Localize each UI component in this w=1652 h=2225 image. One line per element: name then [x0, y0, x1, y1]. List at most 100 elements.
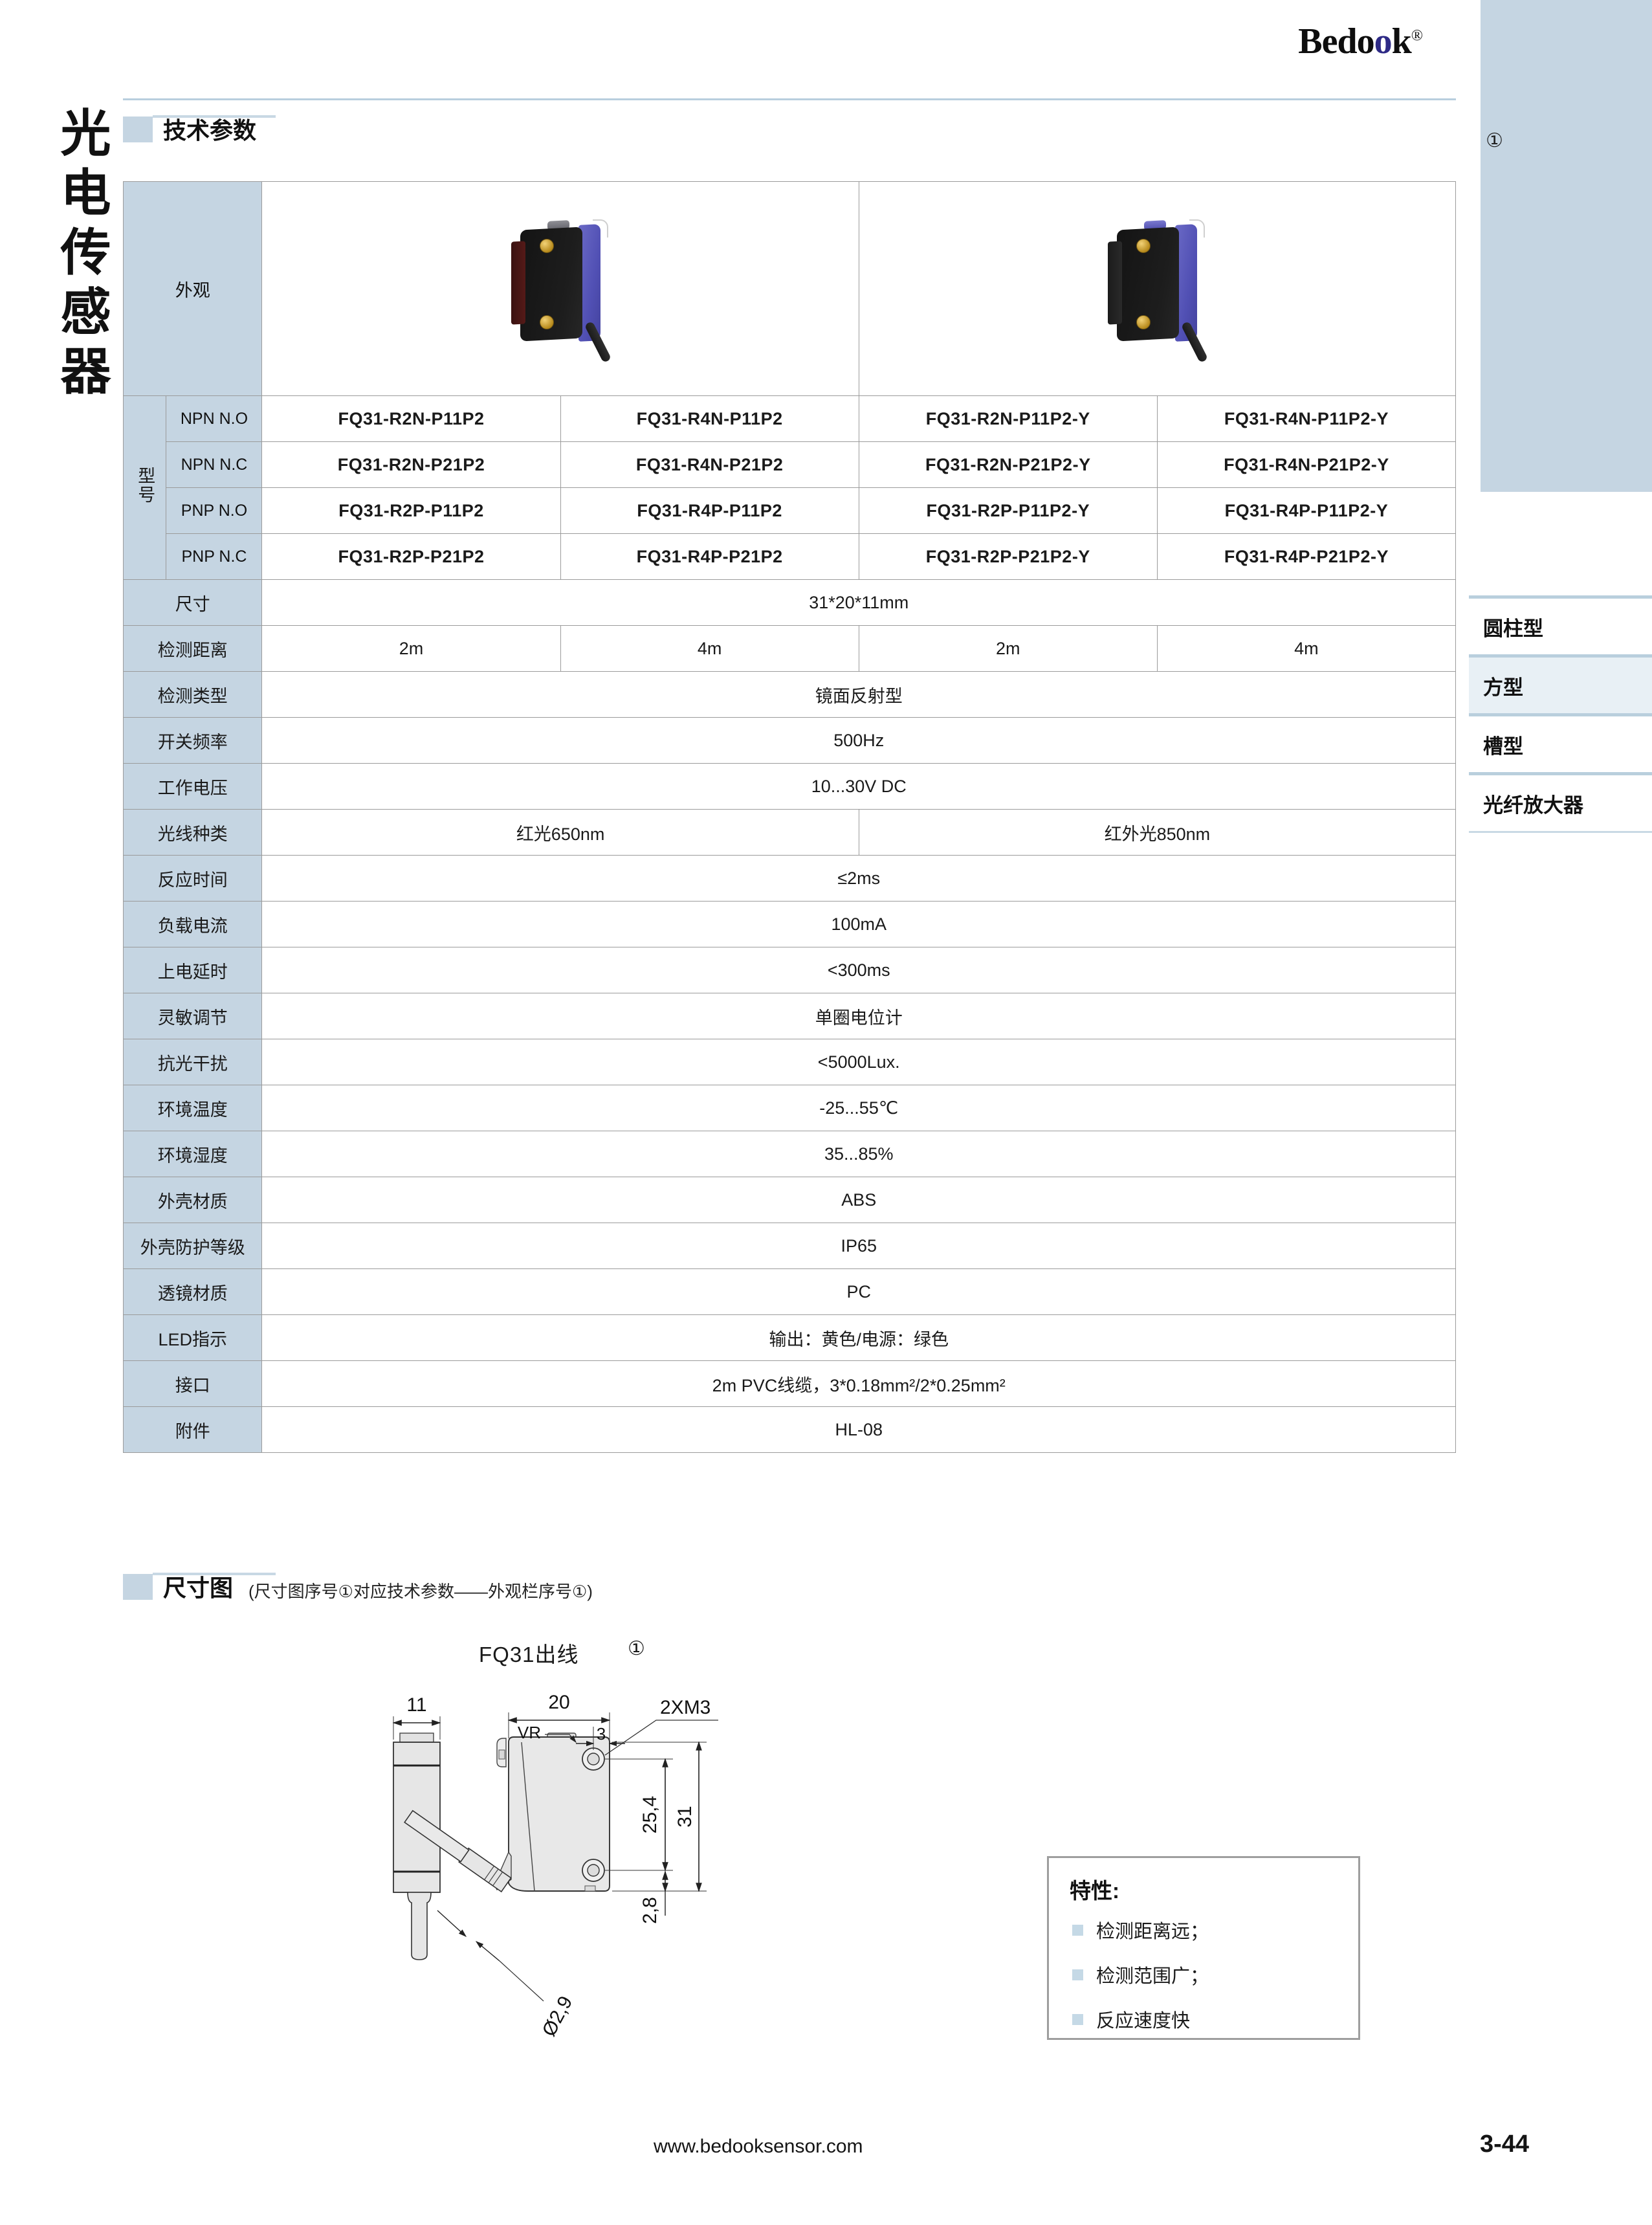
spec-label: 开关频率 — [122, 717, 263, 764]
header-divider — [123, 98, 1456, 100]
model-group-label: 型号 — [122, 395, 167, 580]
banner-char-1: 电 — [60, 164, 111, 222]
spec-value: 红外光850nm — [858, 809, 1457, 856]
spec-value: 镜面反射型 — [261, 671, 1456, 718]
model-number: FQ31-R4P-P11P2 — [560, 487, 859, 534]
section-marker-square-2 — [123, 1574, 153, 1600]
section-title-tech-params: 技术参数 — [123, 116, 256, 142]
model-output-type: PNP N.C — [166, 533, 263, 580]
sensor-screw-top — [1136, 239, 1151, 253]
svg-text:Ø2,9: Ø2,9 — [538, 1993, 577, 2040]
dimension-model-label: FQ31出线 — [479, 1643, 579, 1666]
section-underline — [153, 115, 276, 118]
side-nav-item-2[interactable]: 槽型 — [1469, 716, 1652, 772]
feature-text: 反应速度快 — [1096, 2011, 1191, 2031]
spec-label: 外壳防护等级 — [122, 1223, 263, 1269]
spec-value: 100mA — [261, 901, 1456, 947]
side-nav[interactable]: 圆柱型方型槽型光纤放大器 — [1469, 595, 1652, 833]
registered-mark: ® — [1411, 27, 1423, 45]
side-banner-title: 光电传感器 — [0, 104, 171, 401]
spec-label: 抗光干扰 — [122, 1039, 263, 1085]
table-row-appearance: 外观 — [122, 181, 1457, 396]
spec-value: 2m PVC线缆，3*0.18mm²/2*0.25mm² — [261, 1360, 1456, 1407]
footer-website-url[interactable]: www.bedooksensor.com — [654, 2136, 863, 2157]
spec-label: 接口 — [122, 1360, 263, 1407]
sensor-screw-bottom — [1136, 315, 1151, 329]
dimension-svg: 11 — [392, 1692, 718, 2040]
brand-name-part1: Bedo — [1298, 21, 1374, 61]
svg-text:2XM3: 2XM3 — [660, 1697, 710, 1718]
spec-label: 环境湿度 — [122, 1131, 263, 1177]
feature-item-2: 反应速度快 — [1072, 2006, 1209, 2033]
model-number: FQ31-R2P-P21P2 — [261, 533, 561, 580]
spec-label: 透镜材质 — [122, 1268, 263, 1315]
banner-char-3: 感 — [60, 283, 111, 341]
spec-label: 尺寸 — [122, 579, 263, 626]
spec-value: 2m — [858, 625, 1158, 672]
model-number: FQ31-R2N-P11P2-Y — [858, 395, 1158, 442]
spec-value: PC — [261, 1268, 1456, 1315]
side-nav-label: 圆柱型 — [1483, 617, 1543, 640]
spec-value: 500Hz — [261, 717, 1456, 764]
side-banner — [1481, 0, 1652, 492]
model-number: FQ31-R2N-P21P2-Y — [858, 441, 1158, 488]
appearance-marker: ① — [1486, 130, 1503, 151]
spec-value: 单圈电位计 — [261, 993, 1456, 1039]
spec-value: 35...85% — [261, 1131, 1456, 1177]
features-list: 检测距离远；检测范围广；反应速度快 — [1072, 1916, 1209, 2050]
spec-value: 4m — [1156, 625, 1457, 672]
model-output-type: NPN N.C — [166, 441, 263, 488]
section-title-dimension: 尺寸图 (尺寸图序号①对应技术参数——外观栏序号①) — [123, 1574, 593, 1600]
table-row-spec: 环境温度-25...55℃ — [122, 1085, 1456, 1131]
sensor-lens — [1108, 241, 1123, 325]
dimension-marker: ① — [628, 1638, 645, 1659]
spec-label: 环境温度 — [122, 1085, 263, 1131]
features-box: 特性: 检测距离远；检测范围广；反应速度快 — [1047, 1856, 1360, 2040]
table-row-spec: LED指示输出：黄色/电源：绿色 — [122, 1314, 1456, 1361]
appearance-cell-2 — [858, 181, 1457, 396]
spec-label: 反应时间 — [122, 855, 263, 902]
sensor-lens — [511, 241, 526, 325]
svg-text:2,8: 2,8 — [639, 1897, 661, 1924]
product-photo — [1092, 214, 1222, 363]
spec-label: 负载电流 — [122, 901, 263, 947]
model-number: FQ31-R4N-P11P2-Y — [1156, 395, 1457, 442]
spec-label: 工作电压 — [122, 763, 263, 810]
side-nav-divider-3 — [1469, 772, 1652, 775]
side-nav-item-3[interactable]: 光纤放大器 — [1469, 775, 1652, 831]
brand-name-accent: o — [1374, 21, 1393, 61]
svg-text:11: 11 — [406, 1694, 426, 1716]
bullet-square-icon — [1072, 1924, 1083, 1936]
features-title: 特性: — [1070, 1879, 1119, 1903]
spec-label: 上电延时 — [122, 947, 263, 993]
front-view: 20 3 VR 2XM3 31 25,4 — [404, 1692, 718, 2040]
side-nav-item-1[interactable]: 方型 — [1469, 658, 1652, 713]
spec-value: <300ms — [261, 947, 1456, 993]
feature-item-1: 检测范围广； — [1072, 1961, 1209, 1988]
svg-text:3: 3 — [597, 1724, 606, 1743]
spec-value: ABS — [261, 1177, 1456, 1223]
spec-label: 光线种类 — [122, 809, 263, 856]
product-photo — [496, 214, 625, 363]
side-nav-item-0[interactable]: 圆柱型 — [1469, 599, 1652, 654]
spec-value: 10...30V DC — [261, 763, 1456, 810]
model-number: FQ31-R4N-P11P2 — [560, 395, 859, 442]
table-row-spec: 灵敏调节单圈电位计 — [122, 993, 1456, 1039]
spec-value: 31*20*11mm — [261, 579, 1456, 626]
banner-char-2: 传 — [60, 224, 111, 282]
model-output-type: NPN N.O — [166, 395, 263, 442]
model-number: FQ31-R2P-P11P2 — [261, 487, 561, 534]
svg-text:25,4: 25,4 — [639, 1796, 661, 1833]
model-number: FQ31-R2P-P11P2-Y — [858, 487, 1158, 534]
side-nav-divider-last — [1469, 831, 1652, 833]
appearance-label: 外观 — [122, 181, 263, 396]
